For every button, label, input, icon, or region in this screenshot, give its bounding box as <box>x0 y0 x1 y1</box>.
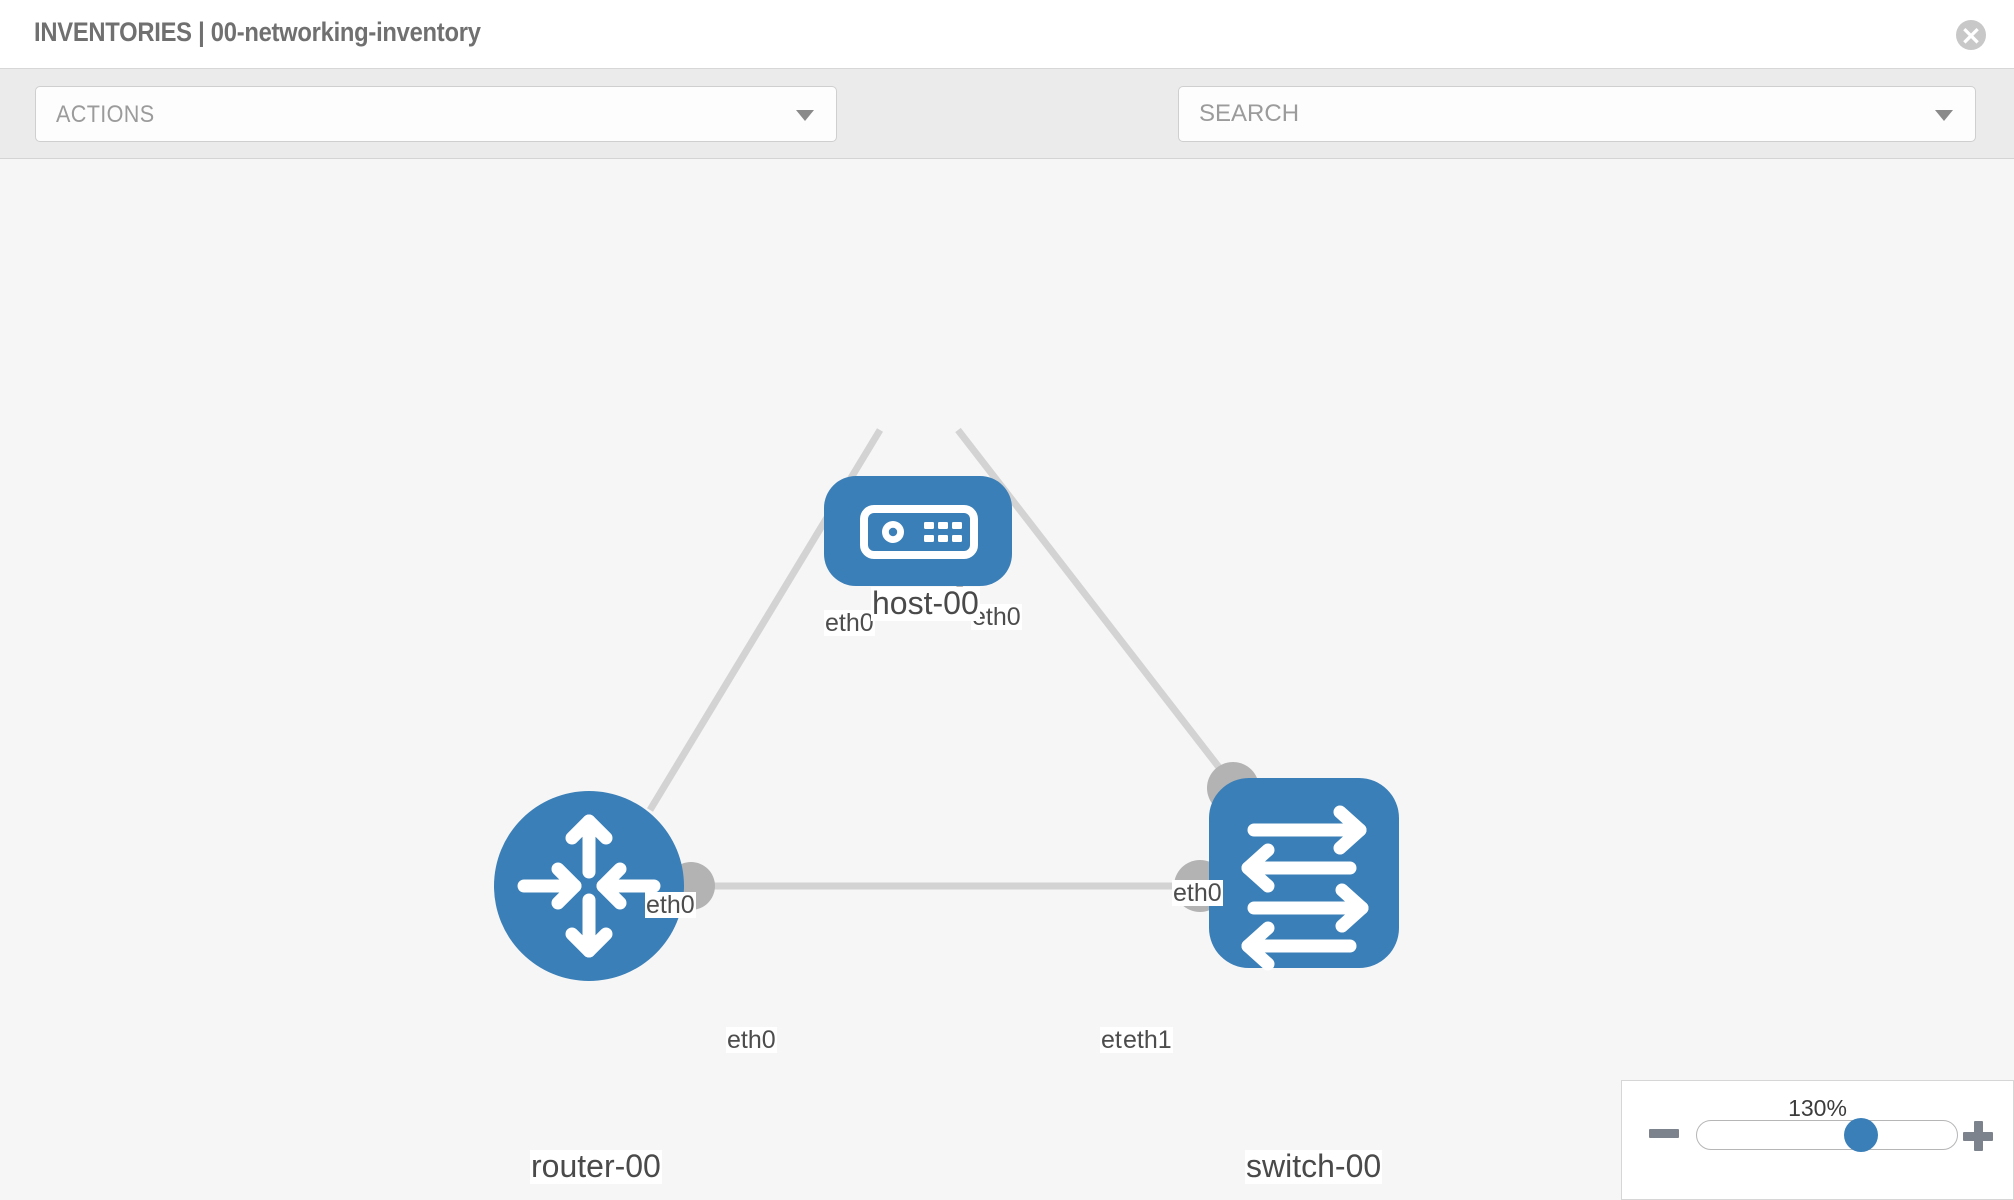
close-icon[interactable] <box>1956 20 1986 50</box>
zoom-control-panel: 130% <box>1621 1080 2014 1200</box>
zoom-level-value: 130% <box>1788 1095 1847 1121</box>
interface-label: eth0 <box>824 609 875 637</box>
zoom-slider-handle[interactable] <box>1843 1118 1878 1152</box>
chevron-down-icon[interactable] <box>1935 110 1953 121</box>
node-label-host-00: host-00 <box>871 585 980 621</box>
interface-label: eth1 <box>1122 1026 1173 1054</box>
toolbar: ACTIONS <box>0 69 2014 199</box>
node-label-switch-00: switch-00 <box>1245 1148 1383 1184</box>
server-icon <box>860 505 978 559</box>
router-arrows-icon <box>517 814 661 958</box>
minus-icon[interactable] <box>1649 1129 1679 1138</box>
node-label-router-00: router-00 <box>530 1148 662 1184</box>
interface-label: eth0 <box>726 1026 777 1054</box>
interface-label: eth0 <box>645 891 696 919</box>
interface-label: eth0 <box>1172 879 1223 907</box>
plus-icon[interactable] <box>1963 1121 1993 1151</box>
actions-dropdown[interactable]: ACTIONS <box>35 86 837 142</box>
node-host-00[interactable] <box>824 476 1012 586</box>
chevron-down-icon <box>796 110 814 121</box>
topology-graph <box>494 427 1399 981</box>
page-title: INVENTORIES | 00-networking-inventory <box>34 17 481 47</box>
search-input[interactable] <box>1199 87 1899 141</box>
switch-arrows-icon <box>1241 805 1369 971</box>
zoom-slider[interactable] <box>1696 1118 1958 1152</box>
actions-dropdown-label: ACTIONS <box>56 101 155 128</box>
node-switch-00[interactable] <box>1209 778 1399 971</box>
page-header: INVENTORIES | 00-networking-inventory <box>0 0 2014 69</box>
node-router-00[interactable] <box>494 791 684 981</box>
topology-canvas[interactable]: eth0 eth0 eth0 eth0 eth0 eth0 eth1 host-… <box>0 160 2014 1200</box>
search-field[interactable] <box>1178 86 1976 142</box>
